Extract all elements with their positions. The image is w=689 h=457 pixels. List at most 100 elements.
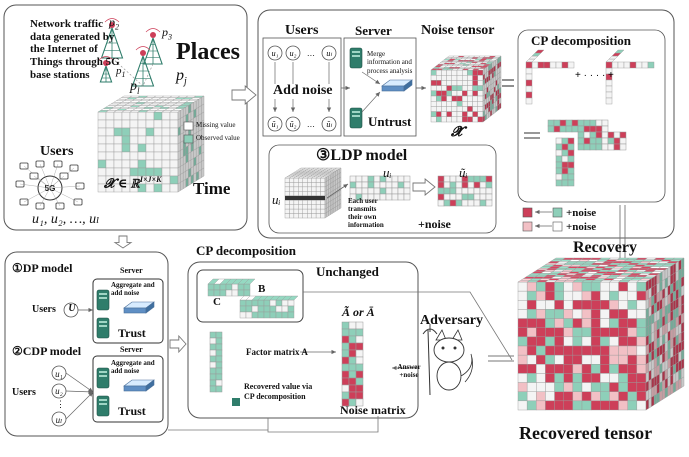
cube-cell [651, 395, 655, 407]
dp-server-top [96, 289, 110, 311]
cube-cell [456, 80, 463, 86]
cube-cell [545, 364, 555, 374]
cp-rank1-a [525, 49, 575, 105]
cube-cell [536, 318, 546, 328]
antenna-signal [150, 32, 156, 38]
cube-cell [446, 69, 453, 76]
arrow-head [272, 107, 278, 112]
cube-cell [97, 111, 107, 121]
factor-cell [525, 67, 533, 75]
grid-cell [473, 193, 481, 201]
cube-cell [289, 182, 295, 188]
cube-cell [121, 111, 131, 121]
cube-cell [320, 186, 326, 192]
cube-cell [330, 208, 333, 216]
grid-cell [589, 137, 597, 145]
cube-cell [536, 290, 546, 301]
cube-cell [137, 151, 147, 161]
factor-cell [605, 61, 613, 69]
cube-cell [526, 300, 537, 310]
cube-cell [302, 200, 308, 205]
cube-cell [554, 290, 564, 301]
cube-cell [499, 102, 502, 110]
factor-cell [275, 299, 283, 307]
grid-cell [577, 119, 585, 127]
cube-cell [467, 100, 473, 107]
arrow-head [88, 307, 93, 313]
grid-cell [348, 356, 357, 365]
grid-cell [215, 367, 223, 375]
cube-cell [563, 290, 574, 301]
cube-cell [153, 135, 163, 145]
cube-cell [320, 177, 326, 183]
cube-cell [298, 200, 303, 205]
p1-label: p1 [116, 65, 126, 80]
cube-cell [289, 191, 295, 196]
factor-matrix-label: Factor matrix A [246, 347, 308, 357]
cube-cell [320, 182, 326, 188]
cube-cell [536, 327, 546, 338]
factor-cell [614, 49, 625, 54]
cube-cell [315, 186, 321, 192]
ldp-model-label: ③LDP model [316, 147, 408, 164]
ldp-users-label: Users [285, 23, 319, 38]
grid-cell [209, 349, 217, 357]
unchanged-label: Unchanged [316, 264, 379, 279]
cube-cell [339, 203, 342, 210]
cube-cell [441, 85, 447, 91]
grid-cell [348, 335, 357, 344]
grid-cell [367, 187, 375, 195]
grid-cell [443, 193, 451, 201]
server-slot [99, 375, 107, 377]
grid-cell [485, 181, 493, 189]
server-slot [352, 111, 360, 113]
factor-cell [219, 283, 227, 291]
grid-cell [348, 384, 357, 393]
cube-cell [302, 213, 308, 219]
grid-cell [553, 125, 561, 133]
cube-cell [451, 69, 458, 76]
grid-cell [355, 398, 364, 407]
factor-cell [534, 49, 545, 54]
cube-cell [609, 345, 619, 356]
cube-cell [289, 177, 295, 183]
grid-cell [455, 181, 463, 189]
factor-cell [629, 61, 637, 69]
cube-cell [618, 391, 628, 402]
cube-cell [337, 204, 340, 211]
noise-tensor-label: Noise tensor [421, 23, 495, 38]
cube-cell [581, 300, 592, 310]
grid-cell [473, 187, 481, 195]
legend-white-swatch [552, 221, 563, 232]
adversary-trident-head [422, 324, 438, 335]
cube-cell [307, 200, 312, 205]
factor-cell [281, 311, 289, 319]
grid-cell [467, 181, 475, 189]
cube-cell [536, 400, 546, 411]
grid-cell [553, 119, 561, 127]
cube-cell [315, 204, 321, 210]
grid-cell [595, 125, 603, 133]
antenna-link [142, 63, 154, 87]
grid-cell [473, 199, 481, 207]
grid-cell [479, 175, 487, 183]
cube-cell [472, 80, 479, 86]
cube-cell [145, 135, 155, 145]
cube-cell [472, 106, 479, 112]
unchanged-box [196, 269, 304, 323]
cube-cell [446, 85, 453, 91]
antenna-p2 [100, 18, 124, 59]
factor-cell [287, 295, 299, 301]
cube-cell [462, 106, 468, 112]
cube-cell [185, 177, 189, 188]
grid-cell [437, 175, 445, 183]
cube-cell [446, 106, 453, 112]
factor-cell [237, 283, 245, 291]
adversary-head [433, 337, 465, 363]
cube-cell [467, 116, 473, 123]
cube-cell [581, 290, 592, 301]
grid-cell [403, 175, 411, 183]
cube-cell [517, 382, 528, 392]
cube-cell [430, 116, 437, 123]
cube-cell [554, 354, 564, 365]
